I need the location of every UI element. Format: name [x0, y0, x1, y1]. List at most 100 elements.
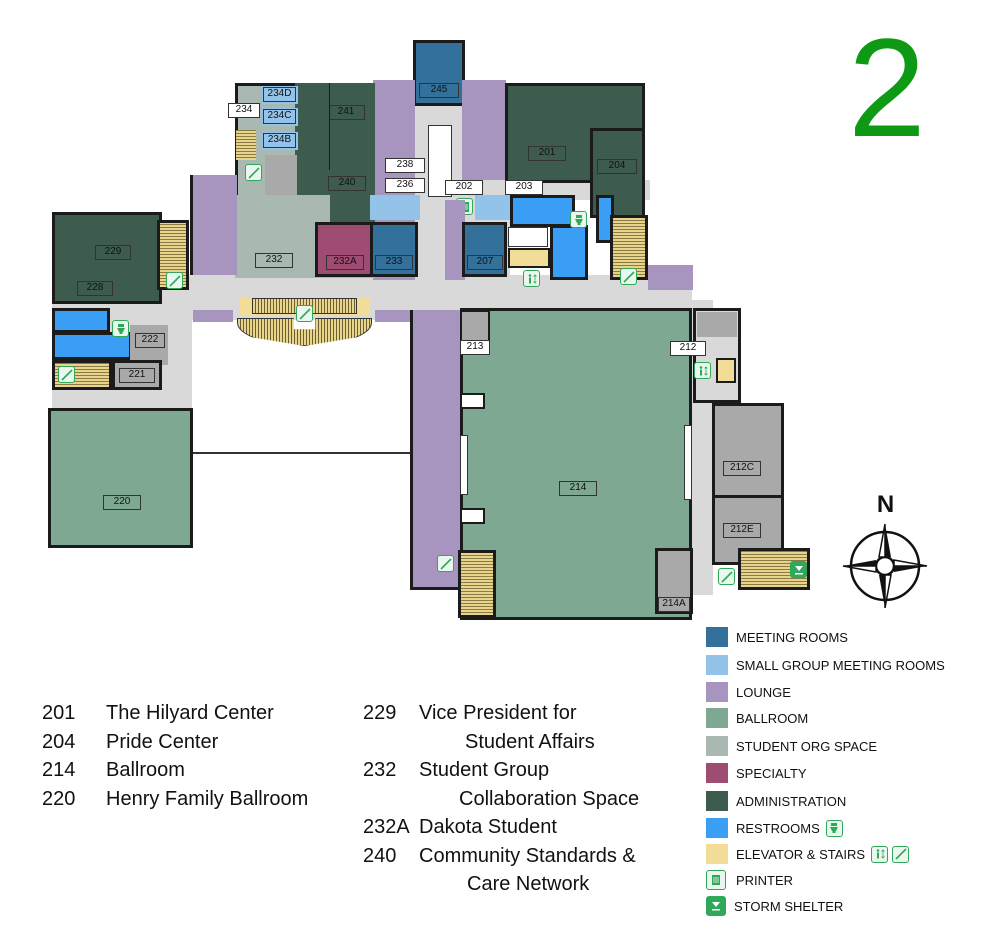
elevators[interactable] — [508, 248, 550, 268]
room-240[interactable]: 240 — [325, 170, 375, 225]
swatch-elevator-stairs — [706, 844, 728, 864]
swatch-lounge — [706, 682, 728, 702]
restroom-icon — [825, 819, 843, 837]
swatch-small-group — [706, 655, 728, 675]
stairs-east[interactable] — [738, 548, 810, 590]
stairs-icon[interactable] — [437, 555, 454, 572]
storm-shelter-icon — [706, 896, 726, 916]
lounge-stair-west — [193, 310, 233, 322]
ballroom-door-2 — [460, 508, 485, 524]
floor-plan: 245 241 240 234D 234C 234B 234 238 236 2… — [48, 40, 810, 620]
printer-icon — [706, 870, 726, 890]
room-241[interactable]: 241 — [325, 83, 375, 183]
legend-printer: PRINTER — [706, 869, 793, 891]
courtyard-line — [193, 452, 413, 454]
restroom-north-1[interactable] — [510, 195, 575, 227]
compass-rose: N — [838, 492, 933, 612]
restroom-icon[interactable] — [570, 211, 587, 228]
lounge-207 — [445, 200, 465, 280]
stairs-234[interactable] — [236, 130, 256, 160]
gray-rooms-212 — [697, 312, 737, 337]
room-220[interactable]: 220 — [48, 408, 193, 548]
label-203: 203 — [505, 180, 543, 195]
room-222[interactable]: 222 — [130, 325, 168, 365]
ballroom-panel-east — [684, 425, 692, 500]
swatch-specialty — [706, 763, 728, 783]
legend-specialty: SPECIALTY — [706, 762, 807, 784]
gray-room-234 — [265, 155, 297, 195]
key-row-cont: Care Network — [467, 873, 590, 895]
elevator-east[interactable] — [716, 358, 736, 383]
elevator-icon[interactable] — [694, 362, 711, 379]
compass-icon — [842, 523, 928, 609]
room-213[interactable]: 213 — [460, 310, 490, 355]
small-group-202[interactable] — [475, 195, 510, 220]
storm-shelter-icon[interactable] — [790, 561, 807, 578]
legend-ballroom: BALLROOM — [706, 707, 808, 729]
room-232a[interactable]: 232A — [315, 222, 373, 277]
restroom-north-2[interactable] — [550, 225, 588, 280]
room-238: 238 — [385, 158, 425, 173]
room-214[interactable]: 214 — [460, 308, 692, 620]
legend-lounge: LOUNGE — [706, 681, 791, 703]
room-207[interactable]: 207 — [462, 222, 507, 277]
swatch-administration — [706, 791, 728, 811]
lounge-north-center — [462, 80, 506, 180]
shaft — [508, 227, 548, 247]
room-232[interactable]: 232 — [235, 195, 330, 278]
stairs-icon[interactable] — [620, 268, 637, 285]
grand-stairs-curve[interactable] — [237, 318, 372, 346]
stairs-icon[interactable] — [718, 568, 735, 585]
legend-small-group: SMALL GROUP MEETING ROOMS — [706, 654, 945, 676]
ballroom-door-1 — [460, 393, 485, 409]
room-245[interactable]: 245 — [413, 40, 465, 106]
lounge-east — [648, 265, 693, 290]
lounge-west — [190, 175, 237, 275]
label-228: 228 — [77, 281, 113, 296]
restroom-west-1[interactable] — [52, 308, 110, 333]
stairs-icon[interactable] — [58, 366, 75, 383]
key-row-cont: Collaboration Space — [459, 787, 640, 810]
stairs-icon[interactable] — [166, 272, 183, 289]
stairs-icon[interactable] — [245, 164, 262, 181]
room-234b[interactable]: 234B — [262, 132, 298, 150]
swatch-restrooms — [706, 818, 728, 838]
label-202: 202 — [445, 180, 483, 195]
room-234d[interactable]: 234D — [262, 86, 298, 104]
stairs-south[interactable] — [458, 550, 496, 618]
stairs-icon[interactable] — [296, 305, 313, 322]
label-212: 212 — [670, 341, 706, 356]
legend-elevator-stairs: ELEVATOR & STAIRS — [706, 843, 910, 865]
restroom-icon[interactable] — [112, 320, 129, 337]
room-212c[interactable]: 212C — [712, 403, 784, 498]
compass-north-label: N — [876, 491, 895, 518]
room-221[interactable]: 221 — [112, 360, 162, 390]
legend-administration: ADMINISTRATION — [706, 790, 846, 812]
label-234: 234 — [228, 103, 260, 118]
room-233[interactable]: 233 — [370, 222, 418, 277]
room-229[interactable]: 229 228 — [52, 212, 162, 304]
key-row-cont: Student Affairs — [465, 730, 595, 753]
swatch-student-org — [706, 736, 728, 756]
elevator-icon[interactable] — [523, 270, 540, 287]
room-214a[interactable]: 214A — [655, 548, 693, 614]
legend-student-org: STUDENT ORG SPACE — [706, 735, 877, 757]
floor-number: 2 — [848, 9, 926, 166]
legend-storm-shelter: STORM SHELTER — [706, 895, 843, 917]
elevator-icon — [871, 845, 889, 863]
stairs-icon — [892, 845, 910, 863]
swatch-ballroom — [706, 708, 728, 728]
lounge-south — [410, 310, 465, 590]
room-234c[interactable]: 234C — [262, 108, 298, 126]
legend-restrooms: RESTROOMS — [706, 817, 843, 839]
small-group-236[interactable] — [370, 195, 420, 220]
